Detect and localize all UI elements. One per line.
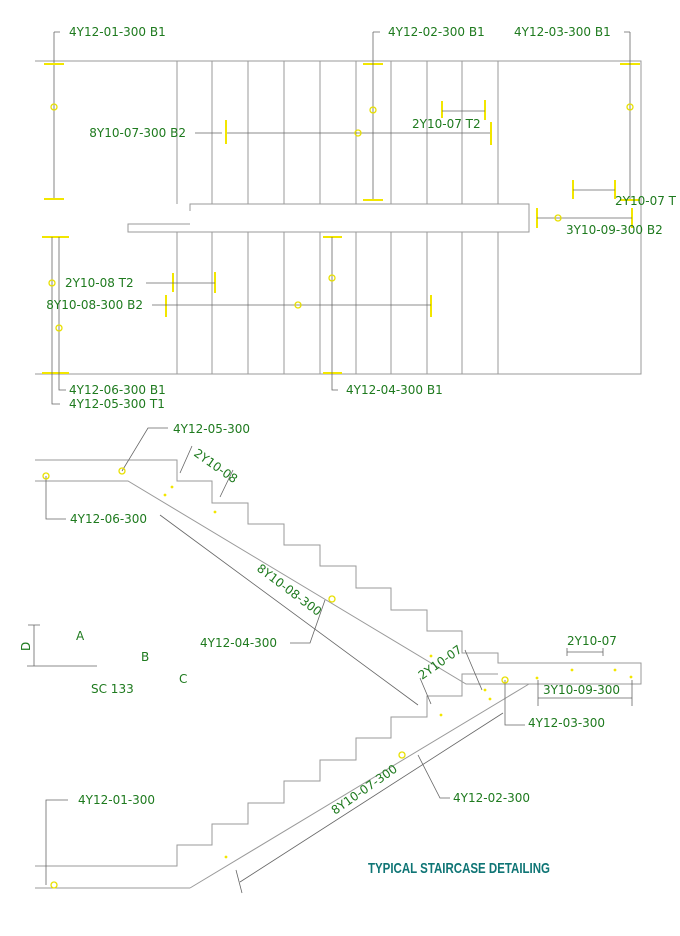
label-a: A — [76, 629, 85, 643]
rebar-dot — [224, 855, 228, 859]
label-4y12-02: 4Y12-02-300 — [453, 791, 530, 805]
label-3y10-09-b2: 3Y10-09-300 B2 — [566, 223, 663, 237]
label-sc133: SC 133 — [91, 682, 134, 696]
label-c: C — [179, 672, 187, 686]
rebar-dot — [613, 668, 617, 672]
rebar-section-marker — [118, 467, 126, 475]
dimension-d — [27, 624, 97, 667]
rebar-dot — [163, 493, 167, 497]
label-4y12-04: 4Y12-04-300 — [200, 636, 277, 650]
label-4y12-06-b1: 4Y12-06-300 B1 — [69, 383, 166, 397]
label-4y12-03-b1: 4Y12-03-300 B1 — [514, 25, 611, 39]
label-4y12-03: 4Y12-03-300 — [528, 716, 605, 730]
drawing-title: TYPICAL STAIRCASE DETAILING — [368, 860, 550, 877]
label-3y10-09: 3Y10-09-300 — [543, 683, 620, 697]
upper-flight — [35, 459, 642, 685]
label-4y12-05: 4Y12-05-300 — [173, 422, 250, 436]
label-2y10-07-stair: 2Y10-07 — [416, 642, 465, 682]
bar-marker — [50, 103, 58, 111]
label-2y10-07-t: 2Y10-07 T — [615, 194, 677, 208]
bar-marker — [55, 324, 63, 332]
label-4y12-04-b1: 4Y12-04-300 B1 — [346, 383, 443, 397]
label-8y10-08-b2: 8Y10-08-300 B2 — [46, 298, 143, 312]
label-2y10-07-t2: 2Y10-07 T2 — [412, 117, 481, 131]
plan-treads — [176, 61, 499, 374]
bar-marker — [554, 214, 562, 222]
label-d: D — [19, 642, 33, 651]
rebar-dot — [535, 676, 539, 680]
rebar-section-marker — [398, 751, 406, 759]
rebar-section-marker — [328, 595, 336, 603]
bar-02 — [372, 31, 380, 199]
label-8y10-07-b2: 8Y10-07-300 B2 — [89, 126, 186, 140]
plan-outline — [35, 60, 642, 375]
bar-marker — [48, 279, 56, 287]
label-4y12-05-t1: 4Y12-05-300 T1 — [69, 397, 165, 411]
plan-view: 4Y12-01-300 B1 4Y12-02-300 B1 4Y12-03-30… — [35, 25, 677, 411]
rebar-dot — [570, 668, 574, 672]
label-4y12-01-b1: 4Y12-01-300 B1 — [69, 25, 166, 39]
rebar-dot — [439, 713, 443, 717]
label-b: B — [141, 650, 149, 664]
label-4y12-06: 4Y12-06-300 — [70, 512, 147, 526]
bar-marker — [294, 301, 302, 309]
rebar-section-marker — [42, 472, 50, 480]
label-4y12-01: 4Y12-01-300 — [78, 793, 155, 807]
bar-01 — [53, 31, 60, 199]
bar-marker — [626, 103, 634, 111]
section-leaders — [45, 427, 633, 894]
label-2y10-08-t2: 2Y10-08 T2 — [65, 276, 134, 290]
label-8y10-07-300: 8Y10-07-300 — [329, 762, 400, 818]
rebar-dot — [429, 654, 433, 658]
section-view: 4Y12-05-300 2Y10-08 4Y12-06-300 8Y10-08-… — [19, 422, 642, 894]
bar-04 — [331, 237, 338, 391]
label-4y12-02-b1: 4Y12-02-300 B1 — [388, 25, 485, 39]
lower-flight — [35, 673, 530, 889]
bar-05-06 — [51, 237, 66, 405]
rebar-dot — [483, 688, 487, 692]
label-2y10-08: 2Y10-08 — [191, 446, 240, 486]
rebar-dot — [213, 510, 217, 514]
bar-marker — [328, 274, 336, 282]
bar-end-marks — [42, 63, 640, 374]
bar-03 — [624, 31, 631, 199]
rebar-dots — [163, 485, 633, 859]
label-2y10-07-landing: 2Y10-07 — [567, 634, 617, 648]
rebar-dot — [488, 697, 492, 701]
bar-marker — [354, 129, 362, 137]
bar-marker — [369, 106, 377, 114]
rebar-section-marker — [50, 881, 58, 889]
rebar-dot — [170, 485, 174, 489]
rebar-section-marker — [501, 676, 509, 684]
landing-slab — [127, 203, 530, 233]
rebar-dot — [629, 675, 633, 679]
bar-end-marks — [165, 100, 633, 317]
